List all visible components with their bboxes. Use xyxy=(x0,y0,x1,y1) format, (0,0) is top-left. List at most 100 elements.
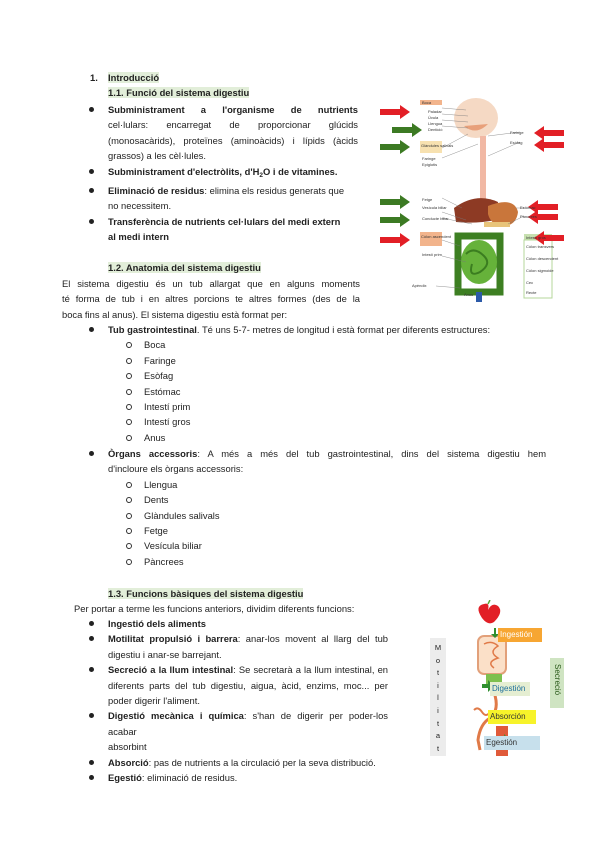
list-item: Estómac xyxy=(126,384,546,399)
label-uvula: Úvula xyxy=(428,115,439,120)
list-item: Fetge xyxy=(126,523,546,538)
bullet-circle xyxy=(126,528,132,535)
list-item-text: Glàndules salivals xyxy=(144,509,220,521)
digestive-system-figure: Boca Paladar Úvula Llengua Dentició Glàn… xyxy=(376,96,566,306)
list-item: Intestí gros xyxy=(126,414,546,429)
list-item: Motilitat propulsió i barrera: anar-los … xyxy=(86,631,388,662)
digestion-box: Digestión xyxy=(490,682,530,696)
motilitat-letter: M xyxy=(434,643,442,652)
secrecio-box: Secreció xyxy=(550,658,564,708)
bullet-dot xyxy=(89,451,94,456)
accessory-organs-item: Òrgans accessoris: A més a més del tub g… xyxy=(86,446,546,569)
anatomy-paragraph: El sistema digestiu és un tub allargat q… xyxy=(62,278,360,320)
label-epiglotis: Epiglotis xyxy=(422,162,438,167)
list-item: Intestí prim xyxy=(126,399,546,414)
list-item: Secreció a la llum intestinal: Se secret… xyxy=(86,662,388,708)
label-intesti-gros: Intestí gros xyxy=(526,235,546,240)
list-item: Faringe xyxy=(126,353,546,368)
list-item: Transferència de nutrients cel·lulars de… xyxy=(86,214,358,245)
section-number: 1. xyxy=(90,72,98,83)
bullet-dot xyxy=(89,327,94,332)
bullet-dot xyxy=(89,667,94,673)
list-item: Esòfag xyxy=(126,368,546,383)
list-item: Glàndules salivals xyxy=(126,508,546,523)
bullet-dot xyxy=(89,713,94,719)
list-item-text: Estómac xyxy=(144,385,181,397)
list-item: Subministrament a l'organisme de nutrien… xyxy=(86,102,358,164)
list-item-text: Intestí prim xyxy=(144,401,191,413)
egestion-box: Egestión xyxy=(484,736,540,750)
function-bullet-list: Subministrament a l'organisme de nutrien… xyxy=(86,102,358,245)
list-item-text: Fetge xyxy=(144,525,168,537)
motilitat-letter: o xyxy=(435,655,441,665)
bullet-dot xyxy=(89,636,94,642)
list-item-text: Boca xyxy=(144,339,166,351)
list-item: Llengua xyxy=(126,477,546,492)
label-llengua: Llengua xyxy=(428,121,443,126)
label-colon-sigm: Còlon sigmoide xyxy=(526,268,554,273)
label-paladar: Paladar xyxy=(428,109,442,114)
label-vesicula: Vesícula biliar xyxy=(422,205,447,210)
list-item-text: Pàncrees xyxy=(144,555,184,567)
motilitat-letter: t xyxy=(436,743,440,753)
label-faringe-right: Faringe xyxy=(510,130,524,135)
label-conducte: Conducte biliar xyxy=(422,216,449,221)
label-estomac: Estómac xyxy=(520,205,536,210)
bullet-dot xyxy=(89,759,94,765)
ingestio-box: Ingestión xyxy=(498,628,542,642)
bullet-circle xyxy=(126,558,132,565)
motilitat-letter: t xyxy=(436,668,440,678)
motilitat-letter: i xyxy=(437,705,439,715)
list-item: Digestió mecànica i química: s'han de di… xyxy=(86,708,388,754)
motilitat-bar xyxy=(430,638,446,756)
list-item: Subministrament d'electròlits, d'H2O i d… xyxy=(86,164,358,183)
bullet-circle xyxy=(126,342,132,349)
bullet-circle xyxy=(126,419,132,426)
subsection-title-1-3: 1.3. Funcions bàsiques del sistema diges… xyxy=(108,588,304,599)
label-apendix: Apèndix xyxy=(412,283,427,288)
subsection-title-1-2: 1.2. Anatomia del sistema digestiu xyxy=(108,262,261,273)
bullet-dot xyxy=(89,168,94,174)
list-item-text: Esòfag xyxy=(144,370,174,382)
list-item: Pàncrees xyxy=(126,554,546,569)
label-colon-desc: Còlon descendent xyxy=(526,256,559,261)
motilitat-letter: i xyxy=(437,680,439,690)
bullet-dot xyxy=(89,621,94,626)
label-pancrees: Pàncrees xyxy=(520,214,537,219)
label-denticio: Dentició xyxy=(428,127,443,132)
bullet-dot xyxy=(89,218,94,224)
bullet-circle xyxy=(126,512,132,519)
label-esofag: Esòfag xyxy=(510,140,523,145)
motilitat-letter: a xyxy=(435,731,441,741)
list-item: Absorció: pas de nutrients a la circulac… xyxy=(86,755,388,770)
label-glandules: Glàndules salivals xyxy=(421,143,454,148)
tub-gastrointestinal-item: Tub gastrointestinal. Té uns 5-7- metres… xyxy=(86,322,546,445)
list-item: Eliminació de residus: elimina els resid… xyxy=(86,183,358,214)
motilitat-letter: l xyxy=(437,693,439,703)
list-item: Egestió: eliminació de residus. xyxy=(86,770,388,785)
absorcion-box: Absorción xyxy=(488,710,536,724)
label-recte: Recte xyxy=(526,290,537,295)
label-colon-asc: Còlon ascendent xyxy=(421,234,452,239)
motilitat-letter: t xyxy=(436,718,440,728)
list-item: Anus xyxy=(126,430,546,445)
bullet-dot xyxy=(89,775,94,781)
bullet-circle xyxy=(126,373,132,380)
label-cec: Cec xyxy=(526,280,534,285)
list-item: Vesícula biliar xyxy=(126,538,546,553)
functions-intro: Per portar a terme les funcions anterior… xyxy=(74,603,355,614)
label-intesti-prim: Intestí prim xyxy=(422,252,442,257)
list-item: Boca xyxy=(126,337,546,352)
list-item-text: Llengua xyxy=(144,478,178,490)
list-item-text: Intestí gros xyxy=(144,416,191,428)
bullet-circle xyxy=(126,543,132,550)
label-colon-transv: Còlon transvers xyxy=(526,244,555,249)
bullet-circle xyxy=(126,481,132,488)
list-item: Dents xyxy=(126,492,546,507)
bullet-dot xyxy=(89,107,94,112)
basic-functions-list: Ingestió dels aliments Motilitat propuls… xyxy=(86,616,388,785)
label-anus: Anus xyxy=(464,292,474,297)
digestive-system-illustration xyxy=(380,98,564,302)
list-item-text: Dents xyxy=(144,494,169,506)
